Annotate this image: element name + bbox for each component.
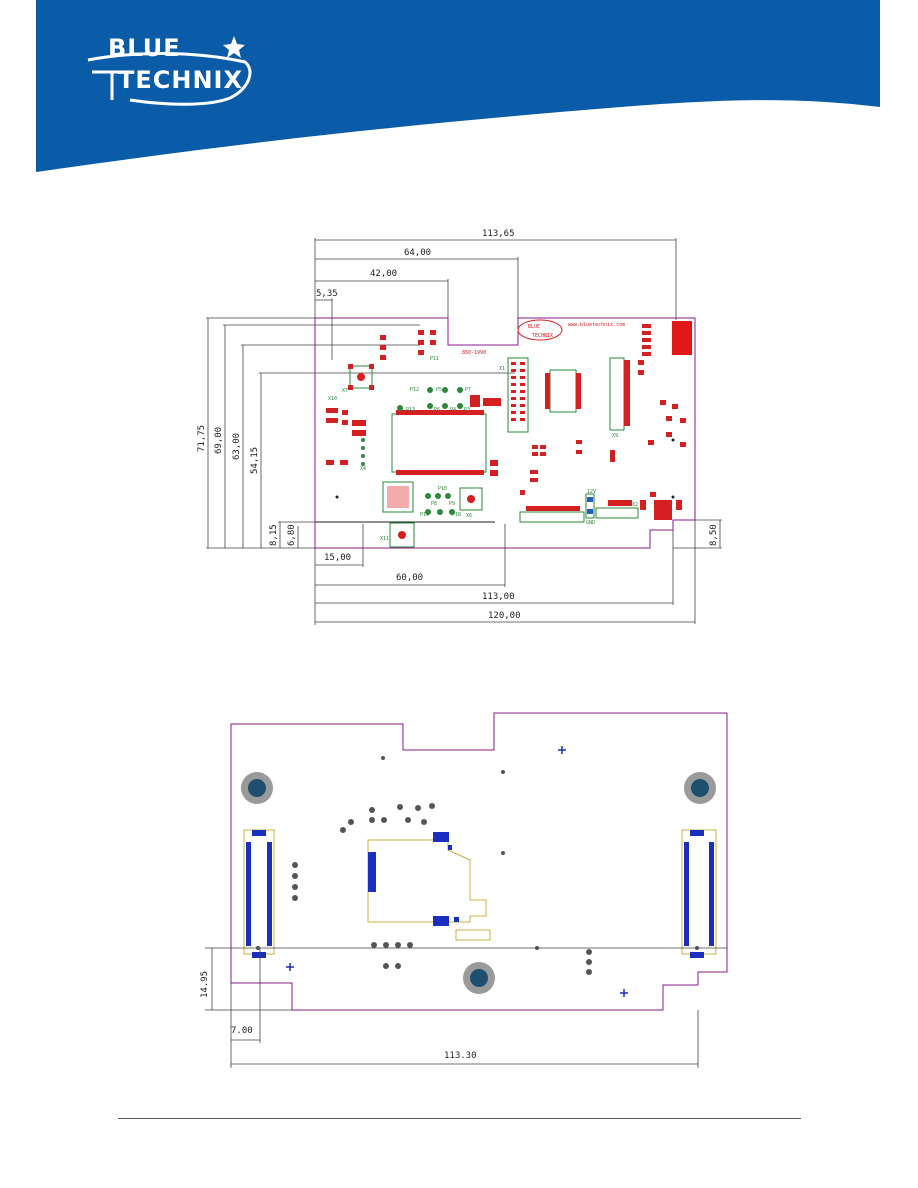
dim-60-00: 60,00: [396, 573, 423, 583]
test-points: [361, 387, 463, 515]
mounting-holes: [241, 772, 716, 994]
logo-swoosh: [87, 52, 252, 106]
dim-8-50: 8,50: [709, 524, 719, 546]
dim-54-15: 54,15: [250, 447, 260, 474]
x11-switch: [389, 522, 415, 548]
main-processor-footprint: [391, 410, 487, 475]
x9-connector: [609, 357, 630, 431]
dim-7-00: 7.00: [231, 1026, 253, 1036]
misc-smd-pads: [326, 330, 686, 520]
header-banner: [36, 0, 880, 172]
bottom-board-outline: [230, 712, 728, 1011]
x1-connector: [507, 357, 529, 433]
bluetechnix-logo: [87, 36, 252, 106]
dim-120-00: 120,00: [488, 611, 521, 621]
label-p12: P12: [410, 387, 419, 393]
bottom-drawing-dimensions: [205, 947, 727, 1068]
label-x2: X2: [632, 502, 638, 508]
top-dimensions: [314, 238, 677, 360]
label-p18: P18: [452, 512, 461, 518]
dim-63-00: 63,00: [232, 433, 242, 460]
dim-113-00: 113,00: [482, 592, 515, 602]
dim-69-00: 69,00: [214, 427, 224, 454]
label-12v: 12V: [587, 489, 596, 495]
logo-star-icon: [223, 36, 245, 58]
left-board-connector: [243, 829, 275, 958]
board-url: www.bluetechnix.com: [568, 322, 625, 328]
dim-15-00: 15,00: [324, 553, 351, 563]
label-x7: X7: [342, 388, 348, 394]
label-p3: P3: [464, 407, 470, 413]
bottom-dimensions: [314, 519, 722, 625]
12v-pins: [585, 493, 595, 519]
x6-switch: [459, 487, 483, 511]
dim-6-80: 6,80: [287, 524, 297, 546]
label-x1: X1: [499, 366, 505, 372]
ic-u-right: [545, 369, 581, 413]
label-p19: P19: [420, 512, 429, 518]
board-brand-line1: BLUE: [528, 324, 540, 330]
dim-14-95: 14.95: [200, 971, 210, 998]
label-p10: P10: [438, 486, 447, 492]
logo-brand-line2: TECHNIX: [118, 66, 243, 94]
right-board-connector: [681, 829, 717, 958]
label-p11: P11: [430, 356, 439, 362]
label-p9: P9: [449, 501, 455, 507]
label-x10: X10: [328, 396, 337, 402]
dim-42-00: 42,00: [370, 269, 397, 279]
power-jack: [672, 321, 692, 355]
board-brand-line2: TECHNIX: [532, 333, 553, 339]
x7-switch: [348, 364, 374, 390]
dim-113-65: 113,65: [482, 229, 515, 239]
fpc-connector: [519, 511, 585, 523]
label-p4: P4: [450, 407, 456, 413]
dim-113-30: 113.30: [444, 1051, 477, 1061]
top-board-outline: [314, 317, 696, 549]
logo-brand-line1: BLUE: [108, 34, 181, 62]
label-gnd: GND: [586, 520, 595, 526]
sd-card-socket: [367, 832, 491, 941]
label-x4: X4: [360, 466, 366, 472]
label-x6: X6: [466, 513, 472, 519]
label-x9: X9: [612, 433, 618, 439]
board-part-no: 850-1990: [462, 350, 486, 356]
dim-64-00: 64,00: [404, 248, 431, 258]
pads-group-1: [642, 324, 651, 356]
label-x11: X11: [380, 536, 389, 542]
header-background: [36, 0, 880, 172]
label-p5: P5: [436, 387, 442, 393]
dim-8-15: 8,15: [269, 524, 279, 546]
vias: [256, 756, 699, 975]
footer-rule: [118, 1118, 801, 1119]
bga-chip: [382, 481, 414, 513]
fiducial-markers: [286, 746, 628, 997]
board-logo: [517, 319, 563, 341]
label-p8: P8: [431, 501, 437, 507]
dim-71-75: 71,75: [197, 425, 207, 452]
x2-connector: [595, 507, 639, 519]
label-p6: P6: [434, 407, 440, 413]
silkscreen-labels: P11 X1 X7 X10 X4 P5 P7 P12 P6 P4 P3 P13 …: [328, 356, 638, 542]
label-p7: P7: [465, 387, 471, 393]
label-p13: P13: [406, 407, 415, 413]
dim-5-35: 5,35: [316, 289, 338, 299]
